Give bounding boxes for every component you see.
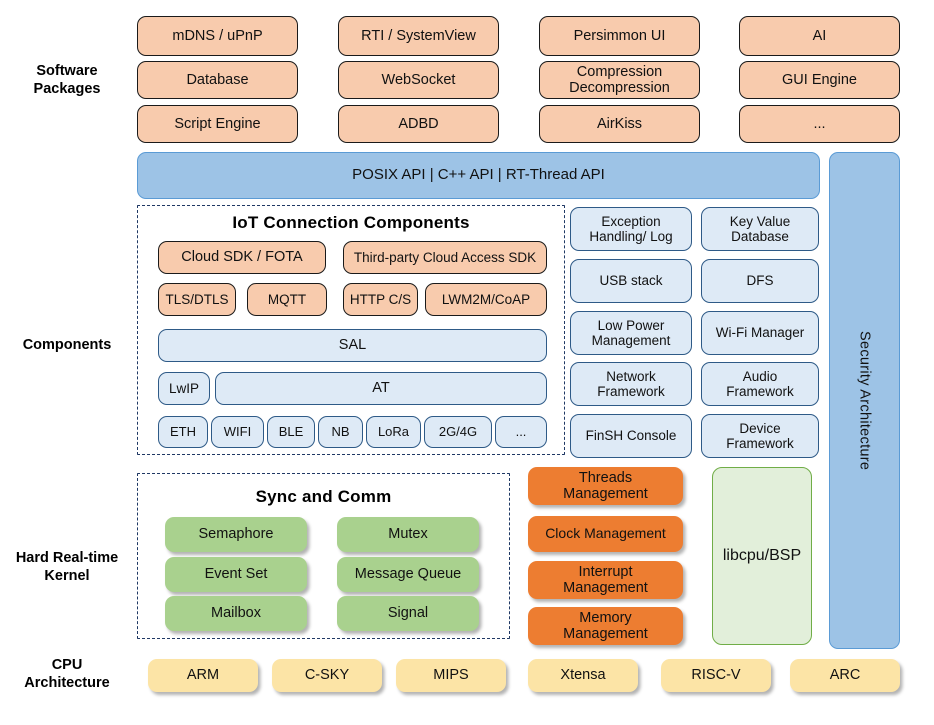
iot-box[interactable]: Third-party Cloud Access SDK <box>343 241 547 274</box>
iot-connection-title: IoT Connection Components <box>232 213 470 232</box>
component-box[interactable]: FinSH Console <box>570 414 692 458</box>
cpu-arch-box[interactable]: MIPS <box>396 659 506 692</box>
libcpu-bsp-box[interactable]: libcpu/BSP <box>712 467 812 645</box>
package-box[interactable]: Persimmon UI <box>539 16 700 56</box>
cpu-arch-box[interactable]: Xtensa <box>528 659 638 692</box>
package-box[interactable]: WebSocket <box>338 61 499 99</box>
package-box[interactable]: AI <box>739 16 900 56</box>
iot-box[interactable]: Cloud SDK / FOTA <box>158 241 326 274</box>
iot-box[interactable]: TLS/DTLS <box>158 283 236 316</box>
sync-comm-box[interactable]: Mutex <box>337 517 479 552</box>
row-label-software-packages: Software Packages <box>33 63 101 98</box>
security-architecture-label: Security Architecture <box>856 330 873 471</box>
package-box[interactable]: ... <box>739 105 900 143</box>
iot-connection-group <box>137 205 565 455</box>
iot-box[interactable]: HTTP C/S <box>343 283 418 316</box>
component-box[interactable]: Audio Framework <box>701 362 819 406</box>
row-label-cpu: CPU Architecture <box>24 657 110 692</box>
kernel-service-box[interactable]: Interrupt Management <box>528 561 683 599</box>
component-box[interactable]: Exception Handling/ Log <box>570 207 692 251</box>
component-box[interactable]: Wi-Fi Manager <box>701 311 819 355</box>
iot-link-box[interactable]: WIFI <box>211 416 264 448</box>
component-box[interactable]: Low Power Management <box>570 311 692 355</box>
sync-comm-box[interactable]: Mailbox <box>165 596 307 631</box>
sync-comm-box[interactable]: Signal <box>337 596 479 631</box>
iot-sal-box[interactable]: SAL <box>158 329 547 362</box>
kernel-service-box[interactable]: Threads Management <box>528 467 683 505</box>
sync-comm-box[interactable]: Event Set <box>165 557 307 592</box>
iot-link-box[interactable]: ETH <box>158 416 208 448</box>
cpu-arch-box[interactable]: ARM <box>148 659 258 692</box>
sync-comm-box[interactable]: Message Queue <box>337 557 479 592</box>
sync-comm-group <box>137 473 510 639</box>
package-box[interactable]: ADBD <box>338 105 499 143</box>
package-box[interactable]: mDNS / uPnP <box>137 16 298 56</box>
iot-link-box[interactable]: LoRa <box>366 416 421 448</box>
row-label-kernel: Hard Real-time Kernel <box>15 550 119 585</box>
cpu-arch-box[interactable]: C-SKY <box>272 659 382 692</box>
iot-link-box[interactable]: BLE <box>267 416 315 448</box>
package-box[interactable]: AirKiss <box>539 105 700 143</box>
package-box[interactable]: Script Engine <box>137 105 298 143</box>
sync-comm-title: Sync and Comm <box>255 487 392 506</box>
kernel-service-box[interactable]: Memory Management <box>528 607 683 645</box>
security-architecture-box[interactable]: Security Architecture <box>829 152 900 649</box>
row-label-components: Components <box>22 337 112 353</box>
iot-box[interactable]: MQTT <box>247 283 327 316</box>
iot-at-box[interactable]: AT <box>215 372 547 405</box>
iot-link-box[interactable]: 2G/4G <box>424 416 492 448</box>
sync-comm-box[interactable]: Semaphore <box>165 517 307 552</box>
iot-link-box[interactable]: NB <box>318 416 363 448</box>
iot-lwip-box[interactable]: LwIP <box>158 372 210 405</box>
package-box[interactable]: Compression Decompression <box>539 61 700 99</box>
component-box[interactable]: USB stack <box>570 259 692 303</box>
cpu-arch-box[interactable]: ARC <box>790 659 900 692</box>
kernel-service-box[interactable]: Clock Management <box>528 516 683 552</box>
component-box[interactable]: Network Framework <box>570 362 692 406</box>
package-box[interactable]: Database <box>137 61 298 99</box>
component-box[interactable]: Key Value Database <box>701 207 819 251</box>
iot-box[interactable]: LWM2M/CoAP <box>425 283 547 316</box>
package-box[interactable]: GUI Engine <box>739 61 900 99</box>
component-box[interactable]: Device Framework <box>701 414 819 458</box>
package-box[interactable]: RTI / SystemView <box>338 16 499 56</box>
api-layer-box[interactable]: POSIX API | C++ API | RT-Thread API <box>137 152 820 199</box>
component-box[interactable]: DFS <box>701 259 819 303</box>
iot-link-box[interactable]: ... <box>495 416 547 448</box>
cpu-arch-box[interactable]: RISC-V <box>661 659 771 692</box>
